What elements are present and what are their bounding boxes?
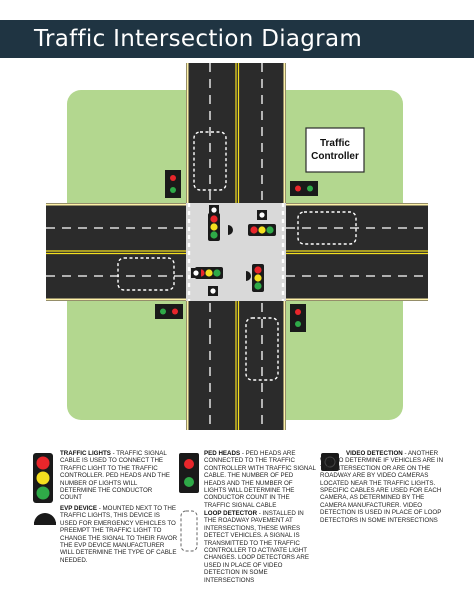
evp-legend-icon [34, 513, 56, 525]
traffic-light-icon [248, 224, 276, 236]
loop-detectors [117, 131, 357, 381]
ped-head-icon [290, 304, 306, 332]
legend-evp-device: EVP DEVICE - MOUNTED NEXT TO THE TRAFFIC… [60, 505, 178, 564]
evp-icon [228, 225, 233, 235]
legend-text: - ANOTHER WAY TO DETERMINE IF VEHICLES A… [320, 450, 444, 524]
traffic-light-icon [252, 264, 264, 292]
legend-text: - MOUNTED NEXT TO THE TRAFFIC LIGHTS, TH… [60, 505, 178, 564]
legend-title: VIDEO DETECTION [346, 450, 403, 457]
ped-head-icon [290, 181, 318, 196]
video-camera-legend-icon [321, 453, 339, 471]
traffic-light-icon [208, 213, 220, 241]
loop-detector-legend-icon [180, 510, 198, 552]
evp-devices [228, 225, 251, 281]
legend-title: PED HEADS [204, 450, 241, 457]
ped-head-icon [165, 170, 181, 198]
loop-detector-west [117, 257, 175, 291]
loop-detector-north [193, 131, 227, 191]
page-title: Traffic Intersection Diagram [34, 26, 363, 52]
header: Traffic Intersection Diagram [0, 0, 474, 58]
controller-label-line1: Traffic [320, 138, 350, 149]
crosswalks [187, 203, 285, 301]
camera-icon [191, 268, 201, 278]
legend-title: TRAFFIC LIGHTS [60, 450, 111, 457]
ped-head-icon [155, 304, 183, 319]
intersection-box [186, 203, 286, 301]
ped-head-legend-icon [179, 453, 199, 493]
legend-traffic-lights: TRAFFIC LIGHTS - TRAFFIC SIGNAL CABLE IS… [60, 450, 175, 502]
legend-text: - TRAFFIC SIGNAL CABLE IS USED TO CONNEC… [60, 450, 170, 502]
loop-detector-east [297, 211, 357, 245]
ped-heads [155, 170, 318, 332]
traffic-controller: Traffic Controller [305, 127, 365, 173]
legend-loop-detector: LOOP DETECTOR - INSTALLED IN THE ROADWAY… [204, 510, 316, 584]
intersection-diagram: Traffic Controller [46, 63, 428, 430]
legend-title: LOOP DETECTOR [204, 510, 258, 517]
legend-title: EVP DEVICE [60, 505, 98, 512]
controller-label-line2: Controller [311, 151, 359, 162]
header-band [0, 20, 474, 58]
legend-text: - INSTALLED IN THE ROADWAY PAVEMENT AT I… [204, 510, 309, 584]
legend-text: - PED HEADS ARE CONNECTED TO THE TRAFFIC… [204, 450, 316, 509]
legend-video-detection: VIDEO DETECTION - ANOTHER WAY TO DETERMI… [320, 450, 444, 524]
traffic-light-legend-icon [33, 453, 53, 503]
evp-icon [246, 271, 251, 281]
camera-icon [257, 210, 267, 220]
camera-icon [209, 205, 219, 215]
legend-ped-heads: PED HEADS - PED HEADS ARE CONNECTED TO T… [204, 450, 316, 509]
camera-icon [208, 286, 218, 296]
